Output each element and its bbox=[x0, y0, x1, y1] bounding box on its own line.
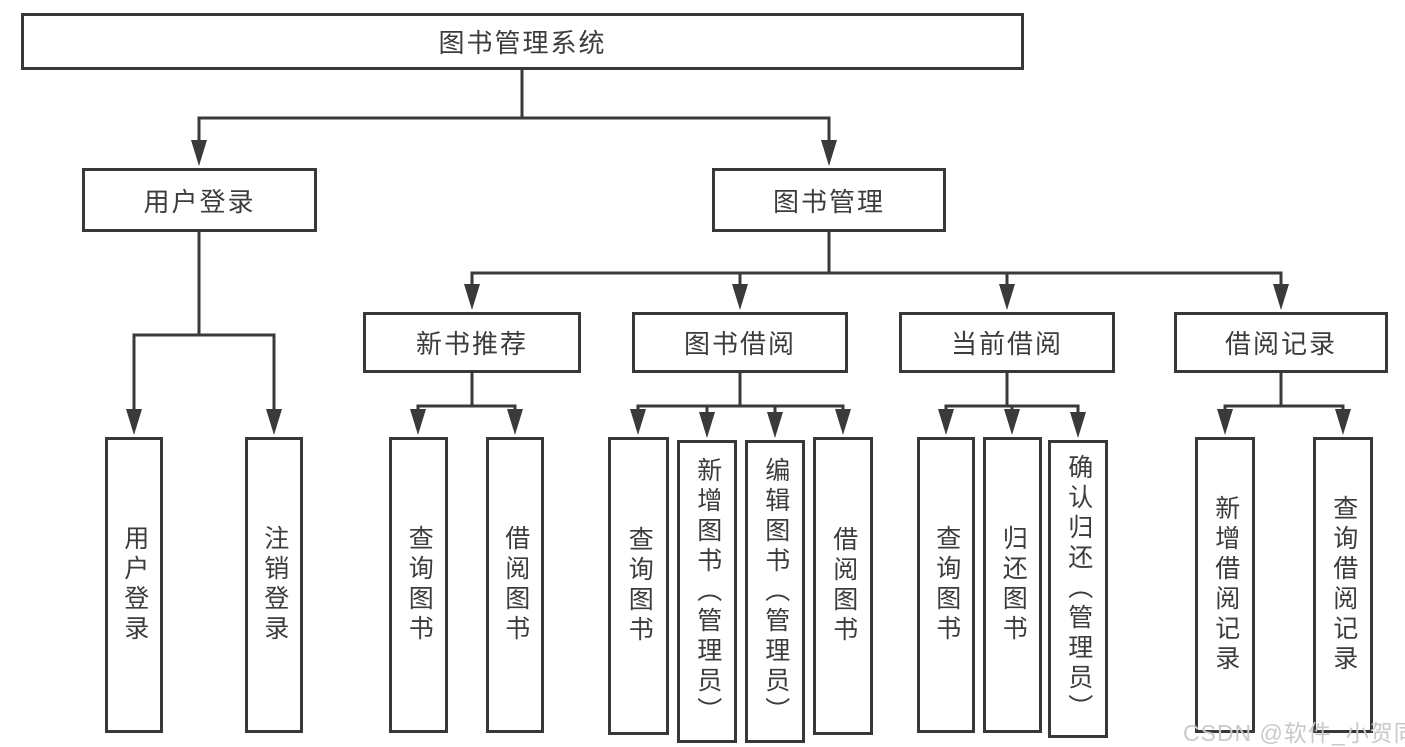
leaf-bb-add-books-admin-label: 新增图书（管理员） bbox=[693, 456, 722, 727]
leaf-cb-confirm-return-admin: 确认归还（管理员） bbox=[1048, 440, 1108, 738]
leaf-nbr-borrow-books-label: 借阅图书 bbox=[501, 525, 530, 645]
leaf-logout: 注销登录 bbox=[245, 437, 303, 733]
leaf-user-login: 用户登录 bbox=[105, 437, 163, 733]
leaf-nbr-query-books: 查询图书 bbox=[389, 437, 448, 733]
leaf-bb-borrow-books-label: 借阅图书 bbox=[829, 526, 858, 646]
leaf-nbr-query-books-label: 查询图书 bbox=[405, 525, 434, 645]
node-book-borrowing: 图书借阅 bbox=[632, 312, 848, 373]
leaf-bb-query-books: 查询图书 bbox=[608, 437, 669, 735]
node-book-management: 图书管理 bbox=[712, 168, 946, 232]
leaf-user-login-label: 用户登录 bbox=[120, 525, 149, 645]
node-current-borrowing: 当前借阅 bbox=[899, 312, 1115, 373]
node-borrowing-records: 借阅记录 bbox=[1174, 312, 1388, 373]
leaf-logout-label: 注销登录 bbox=[260, 525, 289, 645]
leaf-br-query-record-label: 查询借阅记录 bbox=[1329, 495, 1358, 675]
leaf-bb-query-books-label: 查询图书 bbox=[625, 526, 654, 646]
leaf-bb-borrow-books: 借阅图书 bbox=[813, 437, 873, 735]
leaf-bb-edit-books-admin-label: 编辑图书（管理员） bbox=[761, 456, 790, 727]
leaf-br-add-record-label: 新增借阅记录 bbox=[1211, 495, 1240, 675]
csdn-watermark: CSDN @软件_小贺同学 bbox=[1183, 720, 1405, 746]
node-library-management-system: 图书管理系统 bbox=[21, 13, 1024, 70]
connector-lines bbox=[132, 68, 1345, 426]
leaf-br-query-record: 查询借阅记录 bbox=[1313, 437, 1373, 733]
leaf-cb-query-books: 查询图书 bbox=[917, 437, 975, 733]
leaf-cb-query-books-label: 查询图书 bbox=[932, 525, 961, 645]
leaf-cb-return-books: 归还图书 bbox=[983, 437, 1042, 733]
connector-arrowheads bbox=[126, 140, 1351, 438]
leaf-bb-add-books-admin: 新增图书（管理员） bbox=[677, 440, 737, 743]
leaf-bb-edit-books-admin: 编辑图书（管理员） bbox=[745, 440, 805, 743]
node-new-book-recommend: 新书推荐 bbox=[363, 312, 581, 373]
leaf-cb-confirm-return-admin-label: 确认归还（管理员） bbox=[1064, 454, 1093, 724]
node-user-login: 用户登录 bbox=[82, 168, 317, 232]
leaf-br-add-record: 新增借阅记录 bbox=[1195, 437, 1255, 733]
leaf-cb-return-books-label: 归还图书 bbox=[999, 525, 1028, 645]
leaf-nbr-borrow-books: 借阅图书 bbox=[486, 437, 544, 733]
